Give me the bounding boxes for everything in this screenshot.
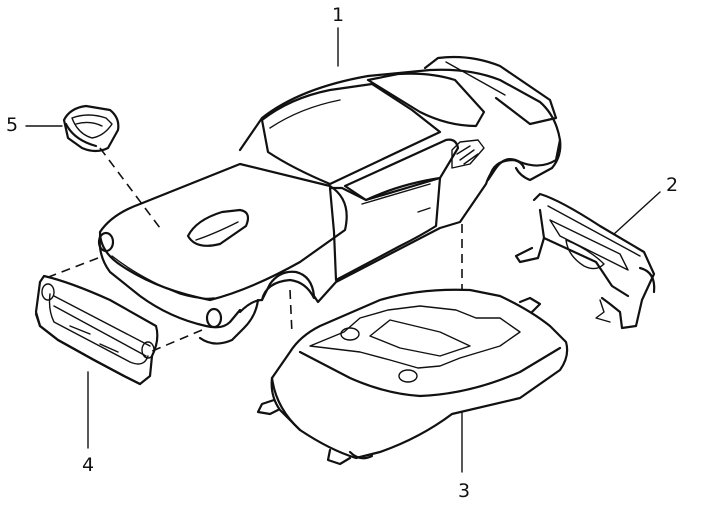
front-grille-part [34, 274, 159, 386]
leader-lines [25, 27, 661, 473]
callout-4: 4 [81, 454, 95, 476]
car-body-shell [97, 55, 562, 345]
callout-5: 5 [5, 114, 19, 136]
callout-3: 3 [457, 480, 471, 502]
rear-frame-part [514, 192, 656, 330]
callout-1: 1 [331, 4, 345, 26]
air-scoop-part [62, 104, 120, 153]
chassis-tub [256, 288, 569, 466]
callout-2: 2 [665, 174, 679, 196]
